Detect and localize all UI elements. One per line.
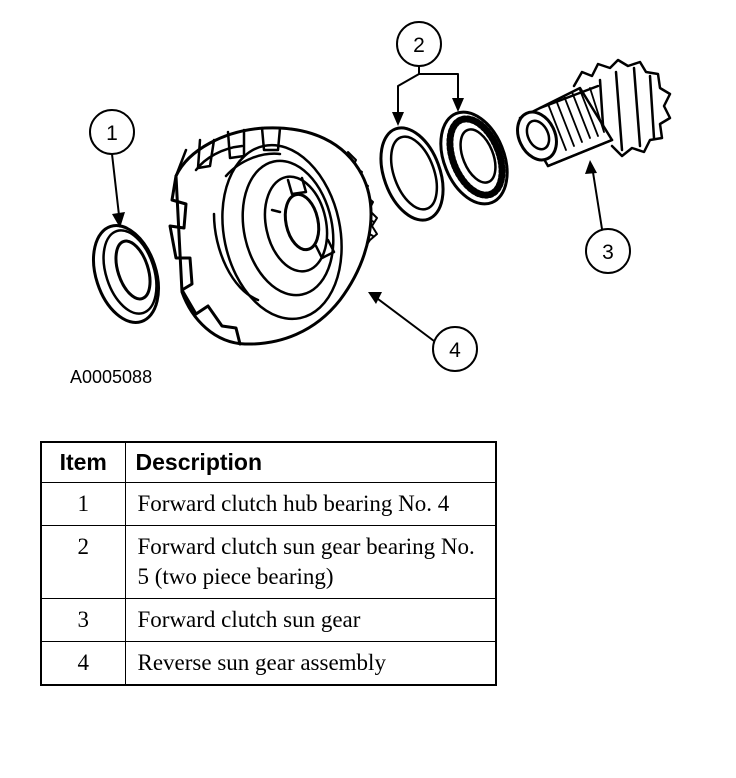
item-description: Forward clutch sun gear <box>124 597 497 642</box>
forward-clutch-sun-gear-bearing-race <box>379 126 445 222</box>
callout-3: 3 <box>585 160 631 274</box>
item-description: Forward clutch sun gear bearing No. 5 (t… <box>124 524 497 599</box>
item-description: Forward clutch hub bearing No. 4 <box>124 481 497 526</box>
reverse-sun-gear-assembly <box>168 126 378 346</box>
table-header-row: Item Description <box>40 441 497 483</box>
callout-3-label: 3 <box>602 241 614 264</box>
forward-clutch-sun-gear-needle-bearing <box>439 110 509 206</box>
callout-2-label: 2 <box>413 34 425 57</box>
callout-1: 1 <box>89 109 135 228</box>
item-number: 3 <box>40 597 126 642</box>
table-row: 2 Forward clutch sun gear bearing No. 5 … <box>40 524 497 599</box>
table-row: 1 Forward clutch hub bearing No. 4 <box>40 481 497 526</box>
item-number: 1 <box>40 481 126 526</box>
table-row: 4 Reverse sun gear assembly <box>40 640 497 685</box>
callout-4: 4 <box>368 292 478 372</box>
description-column-header: Description <box>124 441 497 483</box>
callout-2: 2 <box>392 21 464 126</box>
callout-4-label: 4 <box>449 339 461 362</box>
figure-id: A0005088 <box>70 367 152 387</box>
exploded-parts-diagram: 1 2 3 4 A0005088 <box>70 21 672 387</box>
item-column-header: Item <box>40 441 126 483</box>
item-number: 2 <box>40 524 126 599</box>
item-description: Reverse sun gear assembly <box>124 640 497 685</box>
parts-table: Item Description 1 Forward clutch hub be… <box>40 441 497 686</box>
item-number: 4 <box>40 640 126 685</box>
forward-clutch-sun-gear <box>516 58 672 168</box>
table-row: 3 Forward clutch sun gear <box>40 597 497 642</box>
callout-1-label: 1 <box>106 122 118 145</box>
forward-clutch-hub-bearing <box>92 224 160 324</box>
